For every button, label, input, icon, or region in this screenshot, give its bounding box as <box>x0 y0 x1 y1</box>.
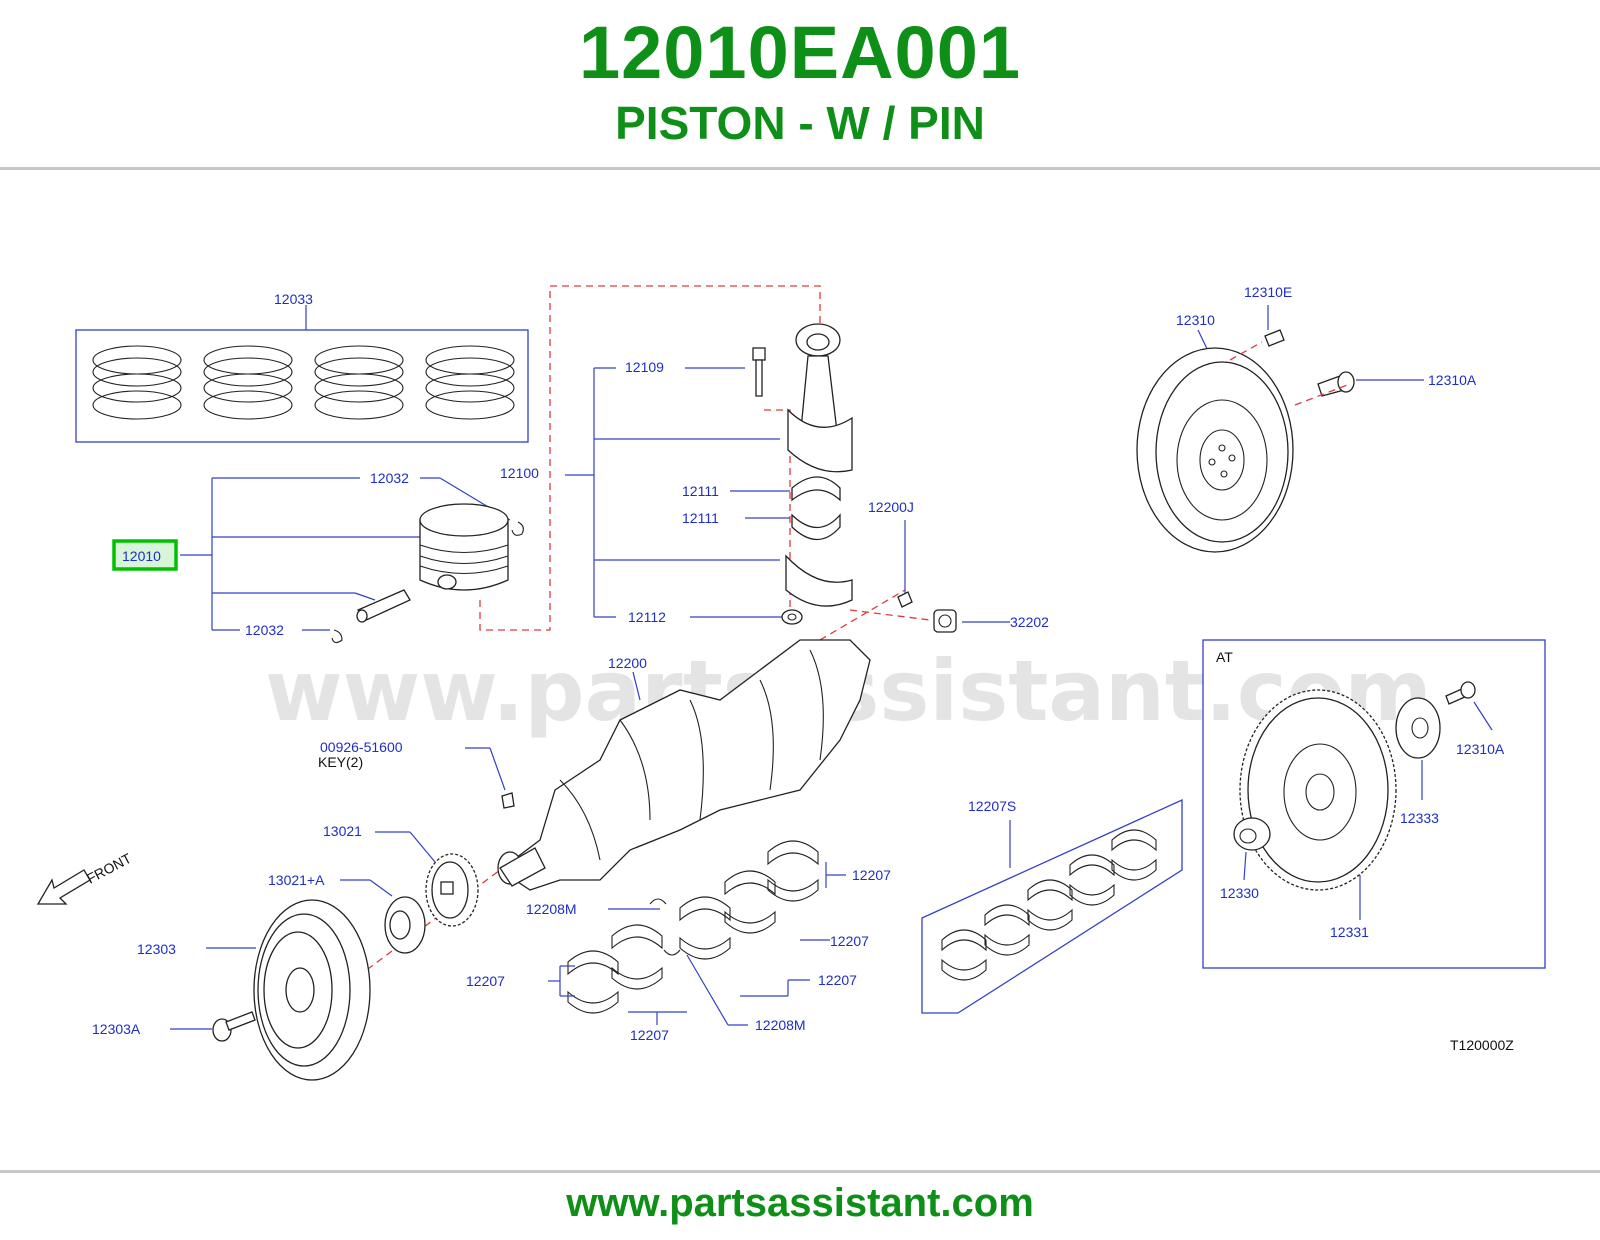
drive-plate-spacer[interactable] <box>1233 817 1271 851</box>
connecting-rod-cap[interactable] <box>785 554 853 607</box>
at-box <box>1202 639 1546 969</box>
label-12207-bottom[interactable]: 12207 <box>630 1027 669 1043</box>
header-divider <box>0 167 1600 170</box>
piston[interactable] <box>419 503 509 591</box>
snap-ring-lower[interactable] <box>331 629 343 644</box>
label-12303[interactable]: 12303 <box>137 941 176 957</box>
label-12111-lower[interactable]: 12111 <box>682 510 719 526</box>
drive-plate-bolt[interactable] <box>1445 681 1476 705</box>
key-quantity-note: KEY(2) <box>318 754 363 770</box>
label-12207-top[interactable]: 12207 <box>852 867 891 883</box>
label-12033[interactable]: 12033 <box>274 291 313 307</box>
label-12310e[interactable]: 12310E <box>1244 284 1292 300</box>
part-12010-highlight[interactable] <box>112 539 178 571</box>
snap-ring-upper[interactable] <box>511 521 524 536</box>
connecting-rod-bolt[interactable] <box>752 347 766 397</box>
part-name-subtitle: PISTON - W / PIN <box>615 97 985 149</box>
label-12010[interactable]: 12010 <box>122 548 161 564</box>
connecting-rod-bearing-lower[interactable] <box>791 513 841 541</box>
label-12111-upper[interactable]: 12111 <box>682 483 719 499</box>
flywheel[interactable] <box>1136 347 1294 553</box>
piston-ring-set-box <box>75 329 529 443</box>
crankshaft-sprocket[interactable] <box>425 853 479 927</box>
label-12207-left[interactable]: 12207 <box>466 973 505 989</box>
figure-code: T120000Z <box>1450 1037 1514 1053</box>
pulley-bolt[interactable] <box>212 1011 256 1042</box>
label-12207s[interactable]: 12207S <box>968 798 1016 814</box>
main-bearing-set[interactable] <box>567 840 819 1014</box>
label-12208m-upper[interactable]: 12208M <box>526 901 577 917</box>
label-12032-upper[interactable]: 12032 <box>370 470 409 486</box>
crankshaft-pulley[interactable] <box>253 899 371 1081</box>
flywheel-bolt[interactable] <box>1317 371 1355 397</box>
connecting-rod[interactable] <box>787 323 853 473</box>
parts-diagram: www.partsassistant.com <box>36 284 1546 1081</box>
label-12207-mid[interactable]: 12207 <box>818 972 857 988</box>
connecting-rod-bearing-upper[interactable] <box>791 476 841 502</box>
footer-url[interactable]: www.partsassistant.com <box>566 1181 1034 1225</box>
flywheel-dowel[interactable] <box>1264 329 1285 347</box>
label-12310a-mt[interactable]: 12310A <box>1428 372 1477 388</box>
reinforcement-plate[interactable] <box>1395 697 1441 759</box>
label-12303a[interactable]: 12303A <box>92 1021 141 1037</box>
thrust-bearing[interactable] <box>649 898 681 956</box>
label-32202[interactable]: 32202 <box>1010 614 1049 630</box>
label-13021[interactable]: 13021 <box>323 823 362 839</box>
crankshaft[interactable] <box>497 639 871 891</box>
front-arrow-icon <box>36 869 91 905</box>
main-bearing-kit[interactable] <box>941 829 1157 981</box>
connecting-rod-nut[interactable] <box>781 609 803 625</box>
front-label: FRONT <box>84 850 134 887</box>
label-12200[interactable]: 12200 <box>608 655 647 671</box>
drive-plate[interactable] <box>1239 689 1397 891</box>
label-12200j[interactable]: 12200J <box>868 499 914 515</box>
piston-pin[interactable] <box>356 589 411 623</box>
label-12032-lower[interactable]: 12032 <box>245 622 284 638</box>
label-13021a[interactable]: 13021+A <box>268 872 325 888</box>
crankshaft-pilot-pin[interactable] <box>897 591 913 608</box>
piston-ring-set[interactable] <box>92 345 515 420</box>
at-label: AT <box>1216 649 1233 665</box>
footer-divider <box>0 1170 1600 1173</box>
label-12208m-lower[interactable]: 12208M <box>755 1017 806 1033</box>
label-12100[interactable]: 12100 <box>500 465 539 481</box>
label-12310a-at[interactable]: 12310A <box>1456 741 1505 757</box>
woodruff-key[interactable] <box>501 792 515 809</box>
label-12310[interactable]: 12310 <box>1176 312 1215 328</box>
label-12331[interactable]: 12331 <box>1330 924 1369 940</box>
label-12207-right[interactable]: 12207 <box>830 933 869 949</box>
pilot-bushing[interactable] <box>933 609 957 633</box>
part-number-title: 12010EA001 <box>578 11 1022 94</box>
label-12109[interactable]: 12109 <box>625 359 664 375</box>
label-00926-51600[interactable]: 00926-51600 <box>320 739 403 755</box>
sprocket-spacer[interactable] <box>384 896 426 954</box>
label-12333[interactable]: 12333 <box>1400 810 1439 826</box>
label-12330[interactable]: 12330 <box>1220 885 1259 901</box>
label-12112[interactable]: 12112 <box>628 609 666 625</box>
